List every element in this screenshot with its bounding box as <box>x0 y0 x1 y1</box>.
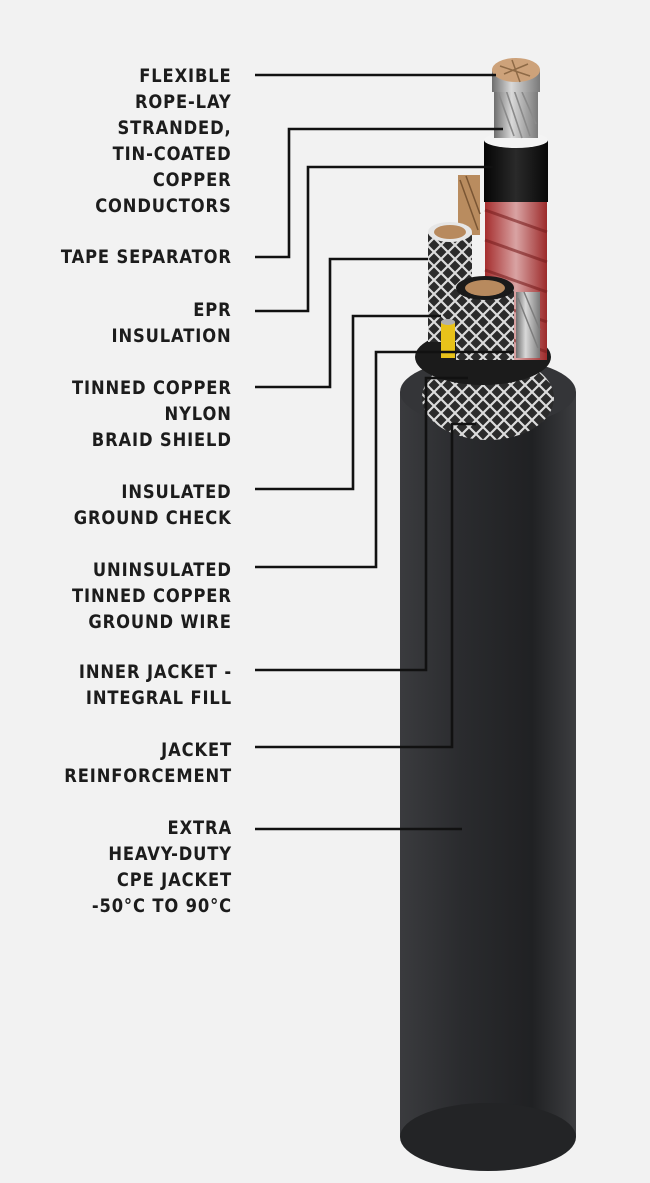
leader-line-jacket-reinforcement <box>255 422 476 749</box>
rear-copper-strand <box>458 175 481 235</box>
epr-insulation-label: EPR INSULATION <box>112 299 232 347</box>
front-shielded-conductor <box>456 276 514 360</box>
insulated-ground-check <box>441 319 455 358</box>
uninsulated-ground-wire <box>516 291 541 358</box>
leader-line-tape-separator <box>255 127 503 259</box>
leader-line-ground-check <box>255 314 441 491</box>
leader-lines <box>255 73 514 831</box>
leader-line-braid-shield <box>255 257 428 389</box>
conductors-label: FLEXIBLE ROPE-LAY STRANDED, TIN-COATED C… <box>95 65 232 217</box>
leader-line-inner-jacket <box>255 376 468 672</box>
outer-jacket-label: EXTRA HEAVY-DUTY CPE JACKET -50°C TO 90°… <box>91 817 232 917</box>
braid-shield-label: TINNED COPPER NYLON BRAID SHIELD <box>72 377 232 451</box>
leader-line-ground-wire <box>255 350 514 569</box>
ground-wire-label: UNINSULATED TINNED COPPER GROUND WIRE <box>72 559 232 633</box>
ground-check-label: INSULATED GROUND CHECK <box>74 481 232 529</box>
jacket-reinforcement-label: JACKET REINFORCEMENT <box>64 739 232 787</box>
tape-separator-label: TAPE SEPARATOR <box>60 246 232 268</box>
inner-jacket-label: INNER JACKET - INTEGRAL FILL <box>78 661 232 709</box>
leader-line-epr-insulation <box>255 165 493 313</box>
